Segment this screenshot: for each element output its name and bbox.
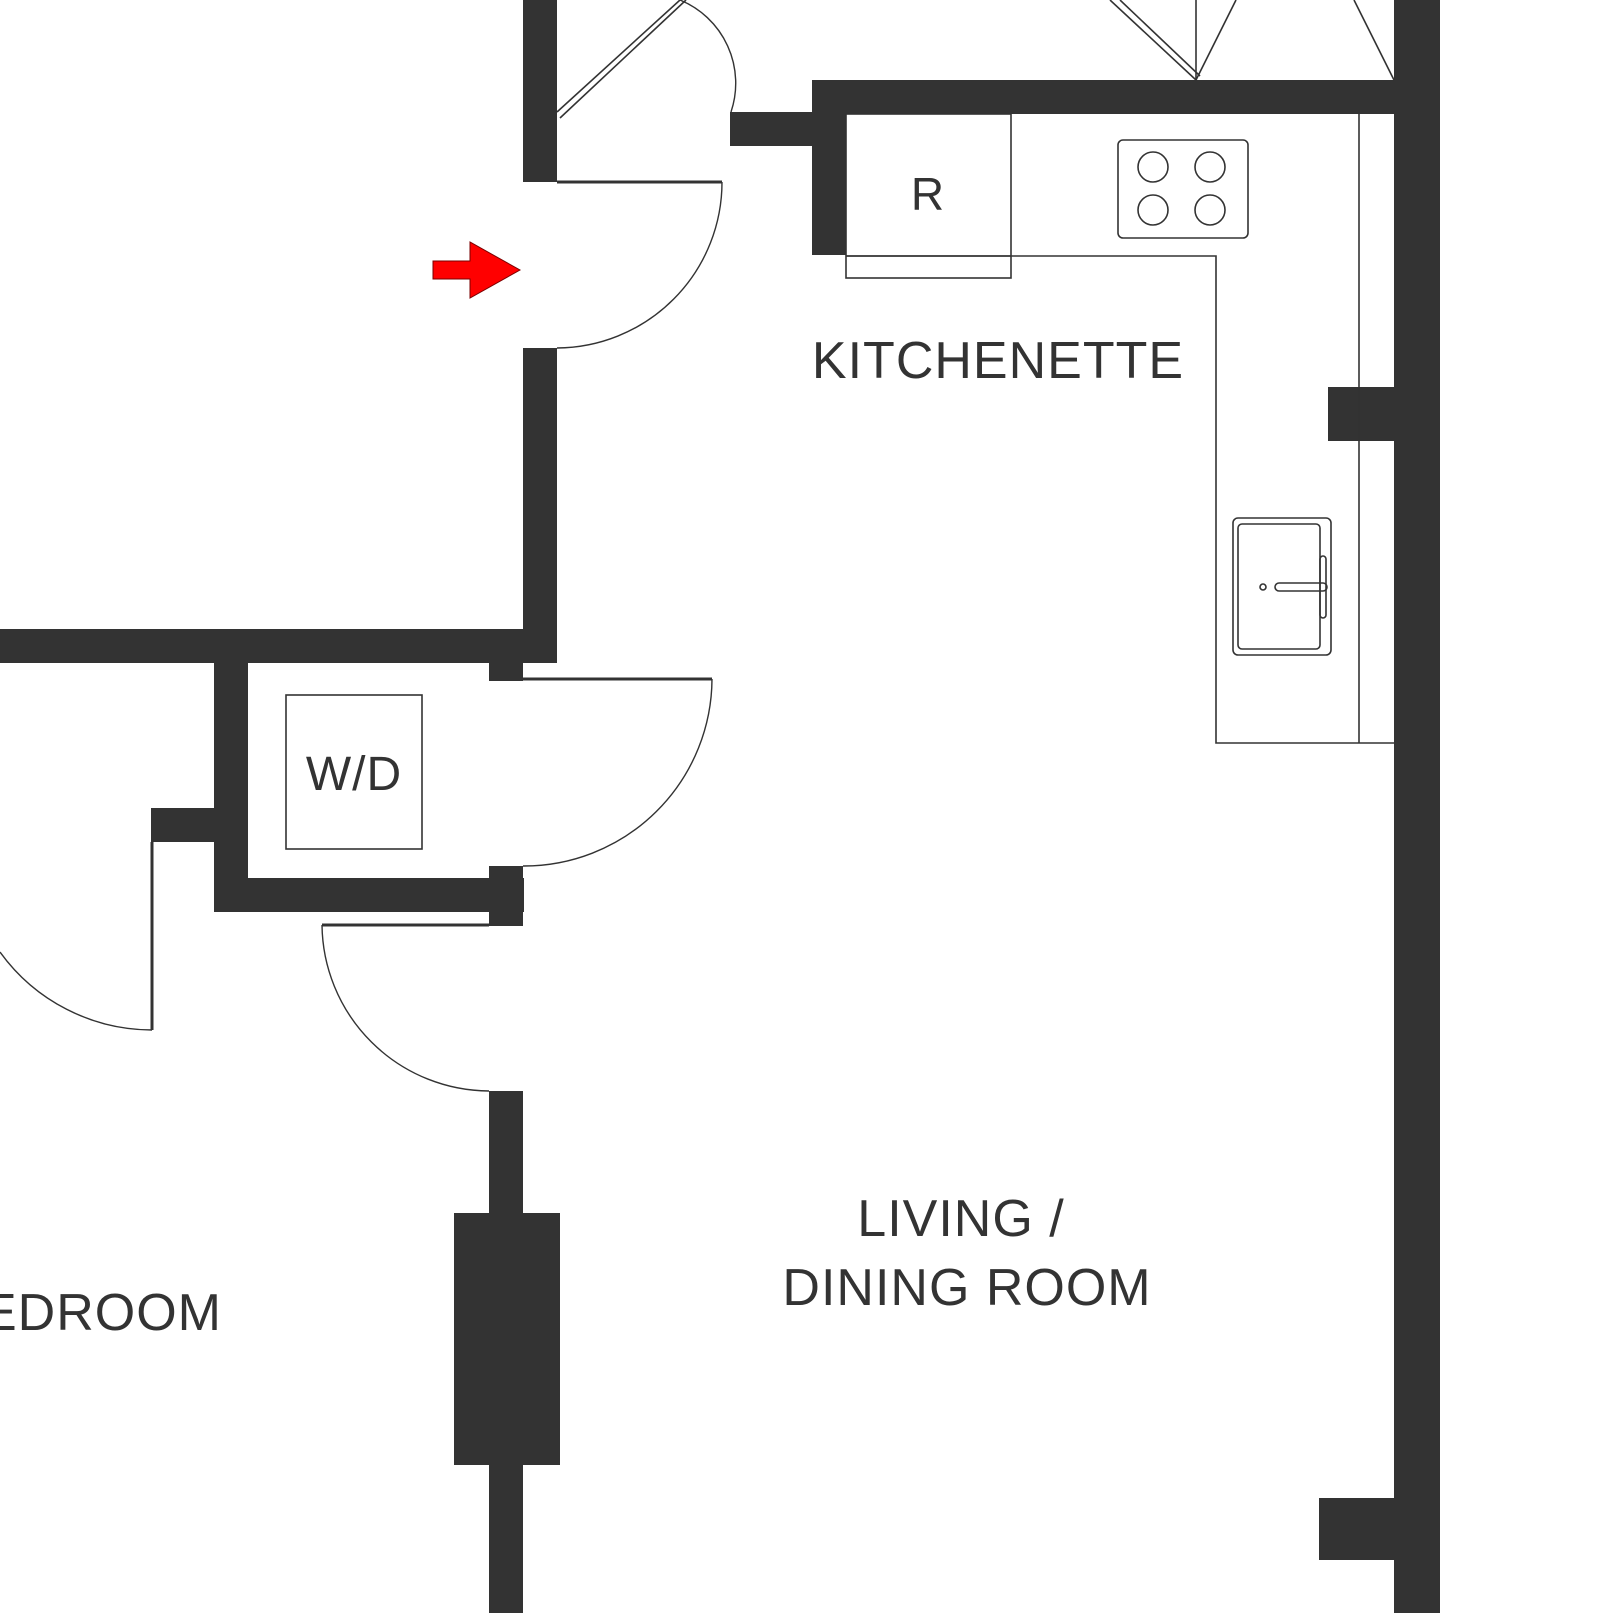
bedroom-stub-wall [151,808,216,842]
bedroom-door [321,923,490,1092]
top-openings [556,0,1395,119]
entry-left-wall-lower [523,348,557,663]
closet-door [522,677,713,867]
right-wall-pier-upper [1328,387,1398,441]
room-label-bedroom: EDROOM [0,1284,222,1342]
refrigerator-label: R [911,168,945,220]
bedroom-top-wall [0,629,557,663]
closet-door-jamb-top [489,663,523,681]
kitchen-top-wall [812,80,1398,114]
entry-arrow-icon [432,241,522,299]
room-label-kitchenette: KITCHENETTE [812,332,1184,390]
kitchen-counters [846,114,1394,744]
bedroom-closet-door [0,842,154,1031]
room-label-living-line1: LIVING / [857,1190,1064,1248]
wall-column [454,1213,560,1465]
closet-bottom-wall [214,878,524,912]
walls [0,0,1440,1613]
closet-door-jamb-bottom [489,866,523,926]
right-wall-pier-lower [1319,1498,1398,1560]
refrigerator: R [845,113,1012,279]
entry-header-wall [730,112,816,146]
exterior-wall-right [1394,0,1440,1613]
washer-dryer: W/D [285,694,423,850]
kitchen-left-wall-stub [812,80,846,255]
entry-door [556,180,723,349]
washer-dryer-label: W/D [306,748,402,801]
room-label-living-line2: DINING ROOM [782,1259,1151,1317]
sink-icon [1232,517,1332,656]
closet-left-wall [214,663,248,912]
cooktop-icon [1117,139,1249,239]
entry-left-wall-upper [523,0,557,182]
